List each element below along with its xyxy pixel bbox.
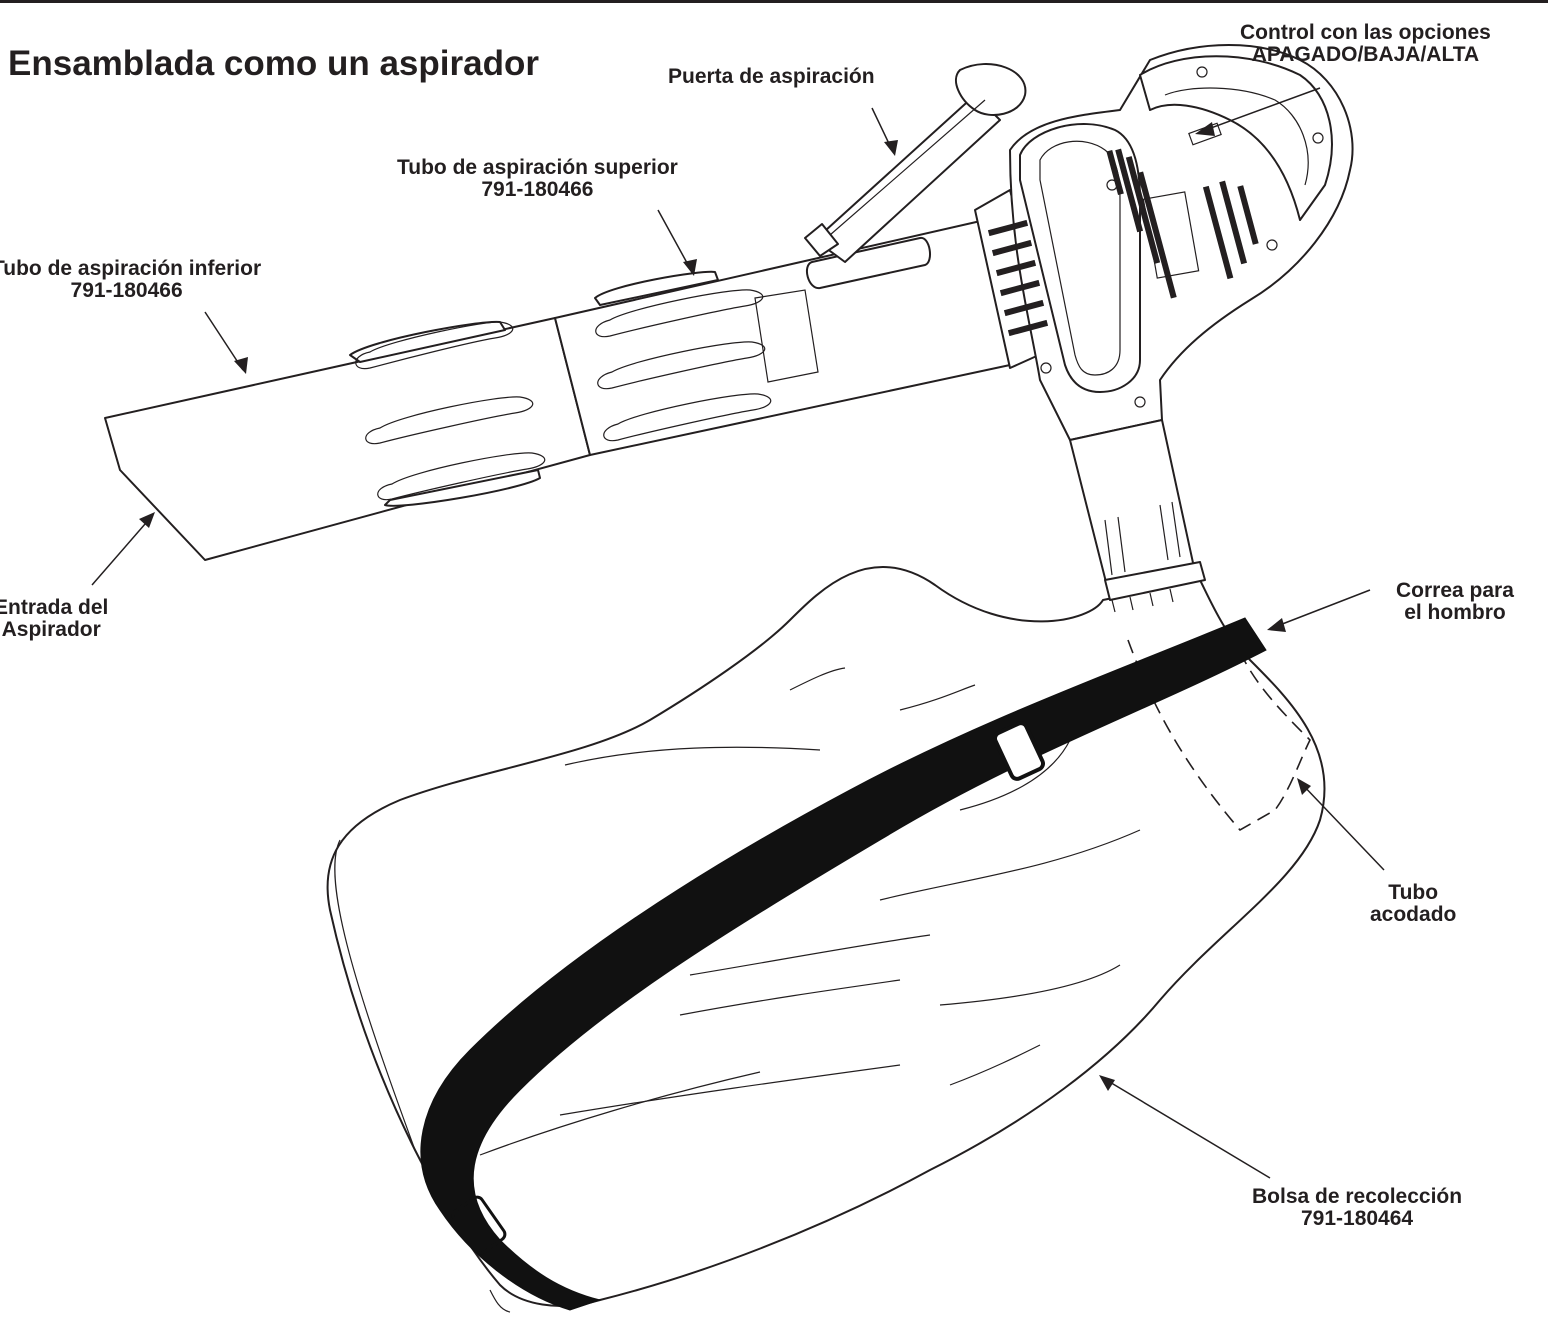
- leader-lines: [91, 87, 1385, 1179]
- elbow-tube-outline: [1127, 639, 1311, 832]
- diagram-title: Ensamblada como un aspirador: [8, 44, 539, 83]
- shoulder-strap: [420, 617, 1267, 1311]
- motor-housing: [974, 44, 1354, 441]
- vacuum-door: [804, 63, 1027, 263]
- label-puerta-de-aspiracion: Puerta de aspiración: [668, 65, 875, 88]
- upper-vacuum-tube: [554, 219, 1011, 456]
- top-rule: [0, 0, 1548, 3]
- lower-vacuum-tube: [104, 317, 591, 561]
- collar-tube: [1069, 419, 1206, 613]
